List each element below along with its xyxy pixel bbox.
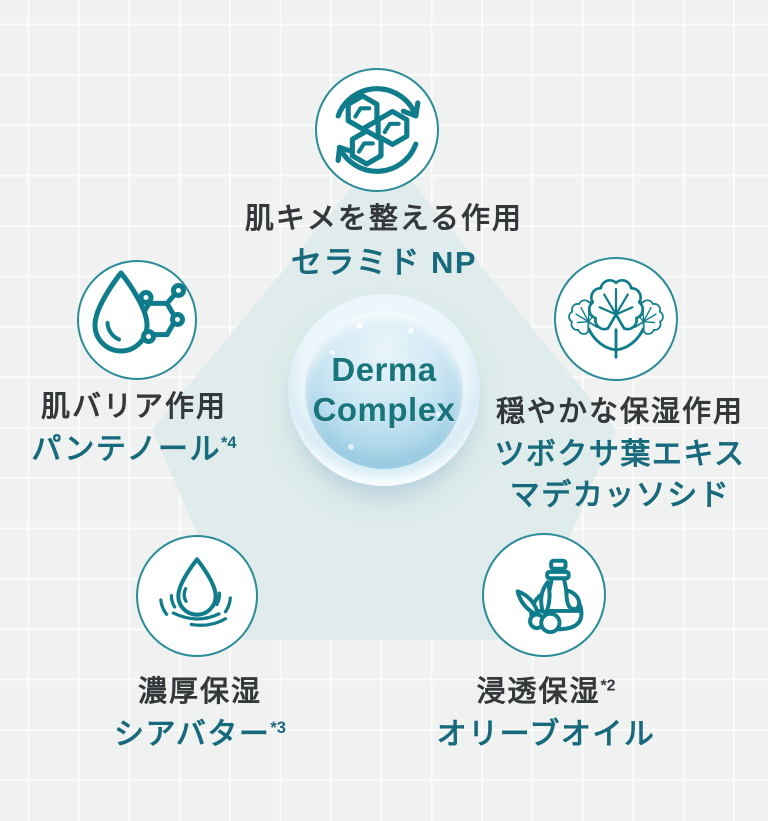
- footnote-marker: *2: [600, 677, 616, 695]
- node-ceramide: [315, 68, 439, 192]
- function-label: 浸透保湿*2: [476, 676, 616, 708]
- renewal-hexagons-icon: [335, 86, 421, 174]
- ingredient-label: シアバター*3: [114, 718, 286, 752]
- bubble-speck: [330, 350, 335, 355]
- node-centella: [554, 257, 678, 381]
- derma-complex-bubble: Derma Complex: [288, 294, 480, 486]
- labels-panthenol: 肌バリア作用 パンテノール*4: [0, 391, 268, 468]
- function-label: 肌バリア作用: [40, 391, 227, 423]
- gotu-kola-leaves-icon: [562, 278, 670, 359]
- bubble-title: Derma Complex: [288, 294, 480, 486]
- labels-shea: 濃厚保湿 シアバター*3: [50, 676, 350, 753]
- labels-ceramide: 肌キメを整える作用 セラミド NP: [0, 203, 768, 282]
- footnote-marker: *3: [270, 719, 286, 738]
- function-label: 濃厚保湿: [137, 676, 262, 708]
- bubble-title-line1: Derma: [331, 351, 437, 388]
- bubble-speck: [348, 444, 354, 450]
- olive-oil-bottle-icon: [515, 558, 584, 635]
- labels-centella: 穏やかな保湿作用 ツボクサ葉エキス マデカッソシド: [470, 396, 768, 514]
- node-shea: [136, 535, 258, 657]
- bubble-core: [305, 311, 463, 469]
- ingredient-label-2: マデカッソシド: [509, 479, 731, 513]
- node-olive: [482, 533, 606, 657]
- footnote-marker: *4: [221, 434, 237, 453]
- bubble-speck: [356, 322, 363, 329]
- ingredient-label: オリーブオイル: [436, 718, 656, 752]
- function-label: 穏やかな保湿作用: [495, 396, 744, 428]
- water-drop-molecule-icon: [92, 270, 186, 354]
- labels-olive: 浸透保湿*2 オリーブオイル: [396, 676, 696, 753]
- ingredient-label: パンテノール*4: [31, 433, 237, 467]
- bubble-title-line2: Complex: [312, 391, 456, 428]
- water-drop-ripple-icon: [159, 557, 232, 627]
- function-label: 肌キメを整える作用: [244, 203, 524, 235]
- node-panthenol: [77, 260, 197, 380]
- ingredient-label: ツボクサ葉エキス: [494, 438, 746, 472]
- bubble-speck: [408, 328, 414, 334]
- ingredient-label: セラミド NP: [290, 245, 478, 281]
- bubble-speck: [436, 412, 441, 417]
